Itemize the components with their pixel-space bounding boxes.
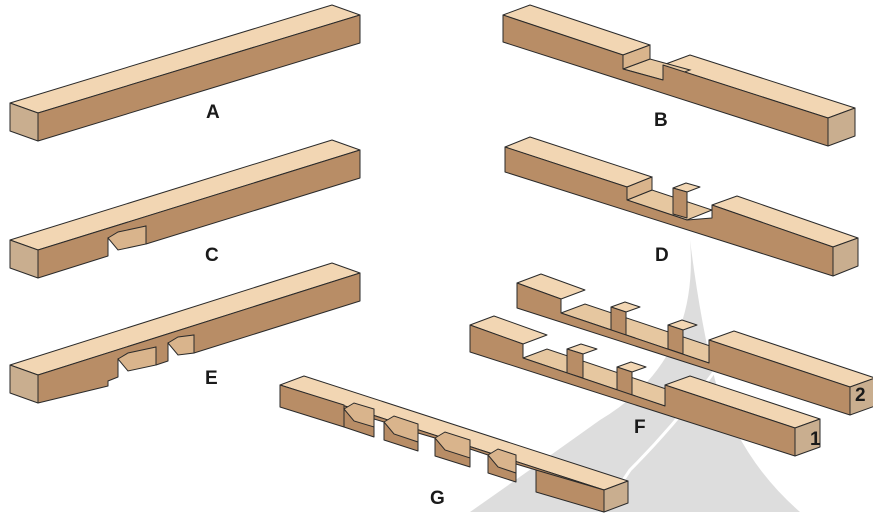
beam-g (279, 375, 629, 513)
label-f: F (634, 417, 646, 438)
label-g: G (430, 488, 445, 509)
label-e: E (205, 368, 218, 389)
beam-e (9, 262, 361, 404)
label-a: A (206, 102, 220, 123)
beam-f2 (516, 273, 873, 416)
label-f2: 2 (855, 385, 866, 406)
label-f1: 1 (810, 429, 821, 450)
beam-a (9, 4, 361, 142)
beam-b (502, 4, 856, 147)
label-d: D (655, 245, 669, 266)
label-c: C (205, 245, 219, 266)
beam-d (504, 136, 859, 277)
beam-c (9, 139, 361, 279)
label-b: B (654, 110, 668, 131)
beam-f1 (469, 315, 821, 457)
